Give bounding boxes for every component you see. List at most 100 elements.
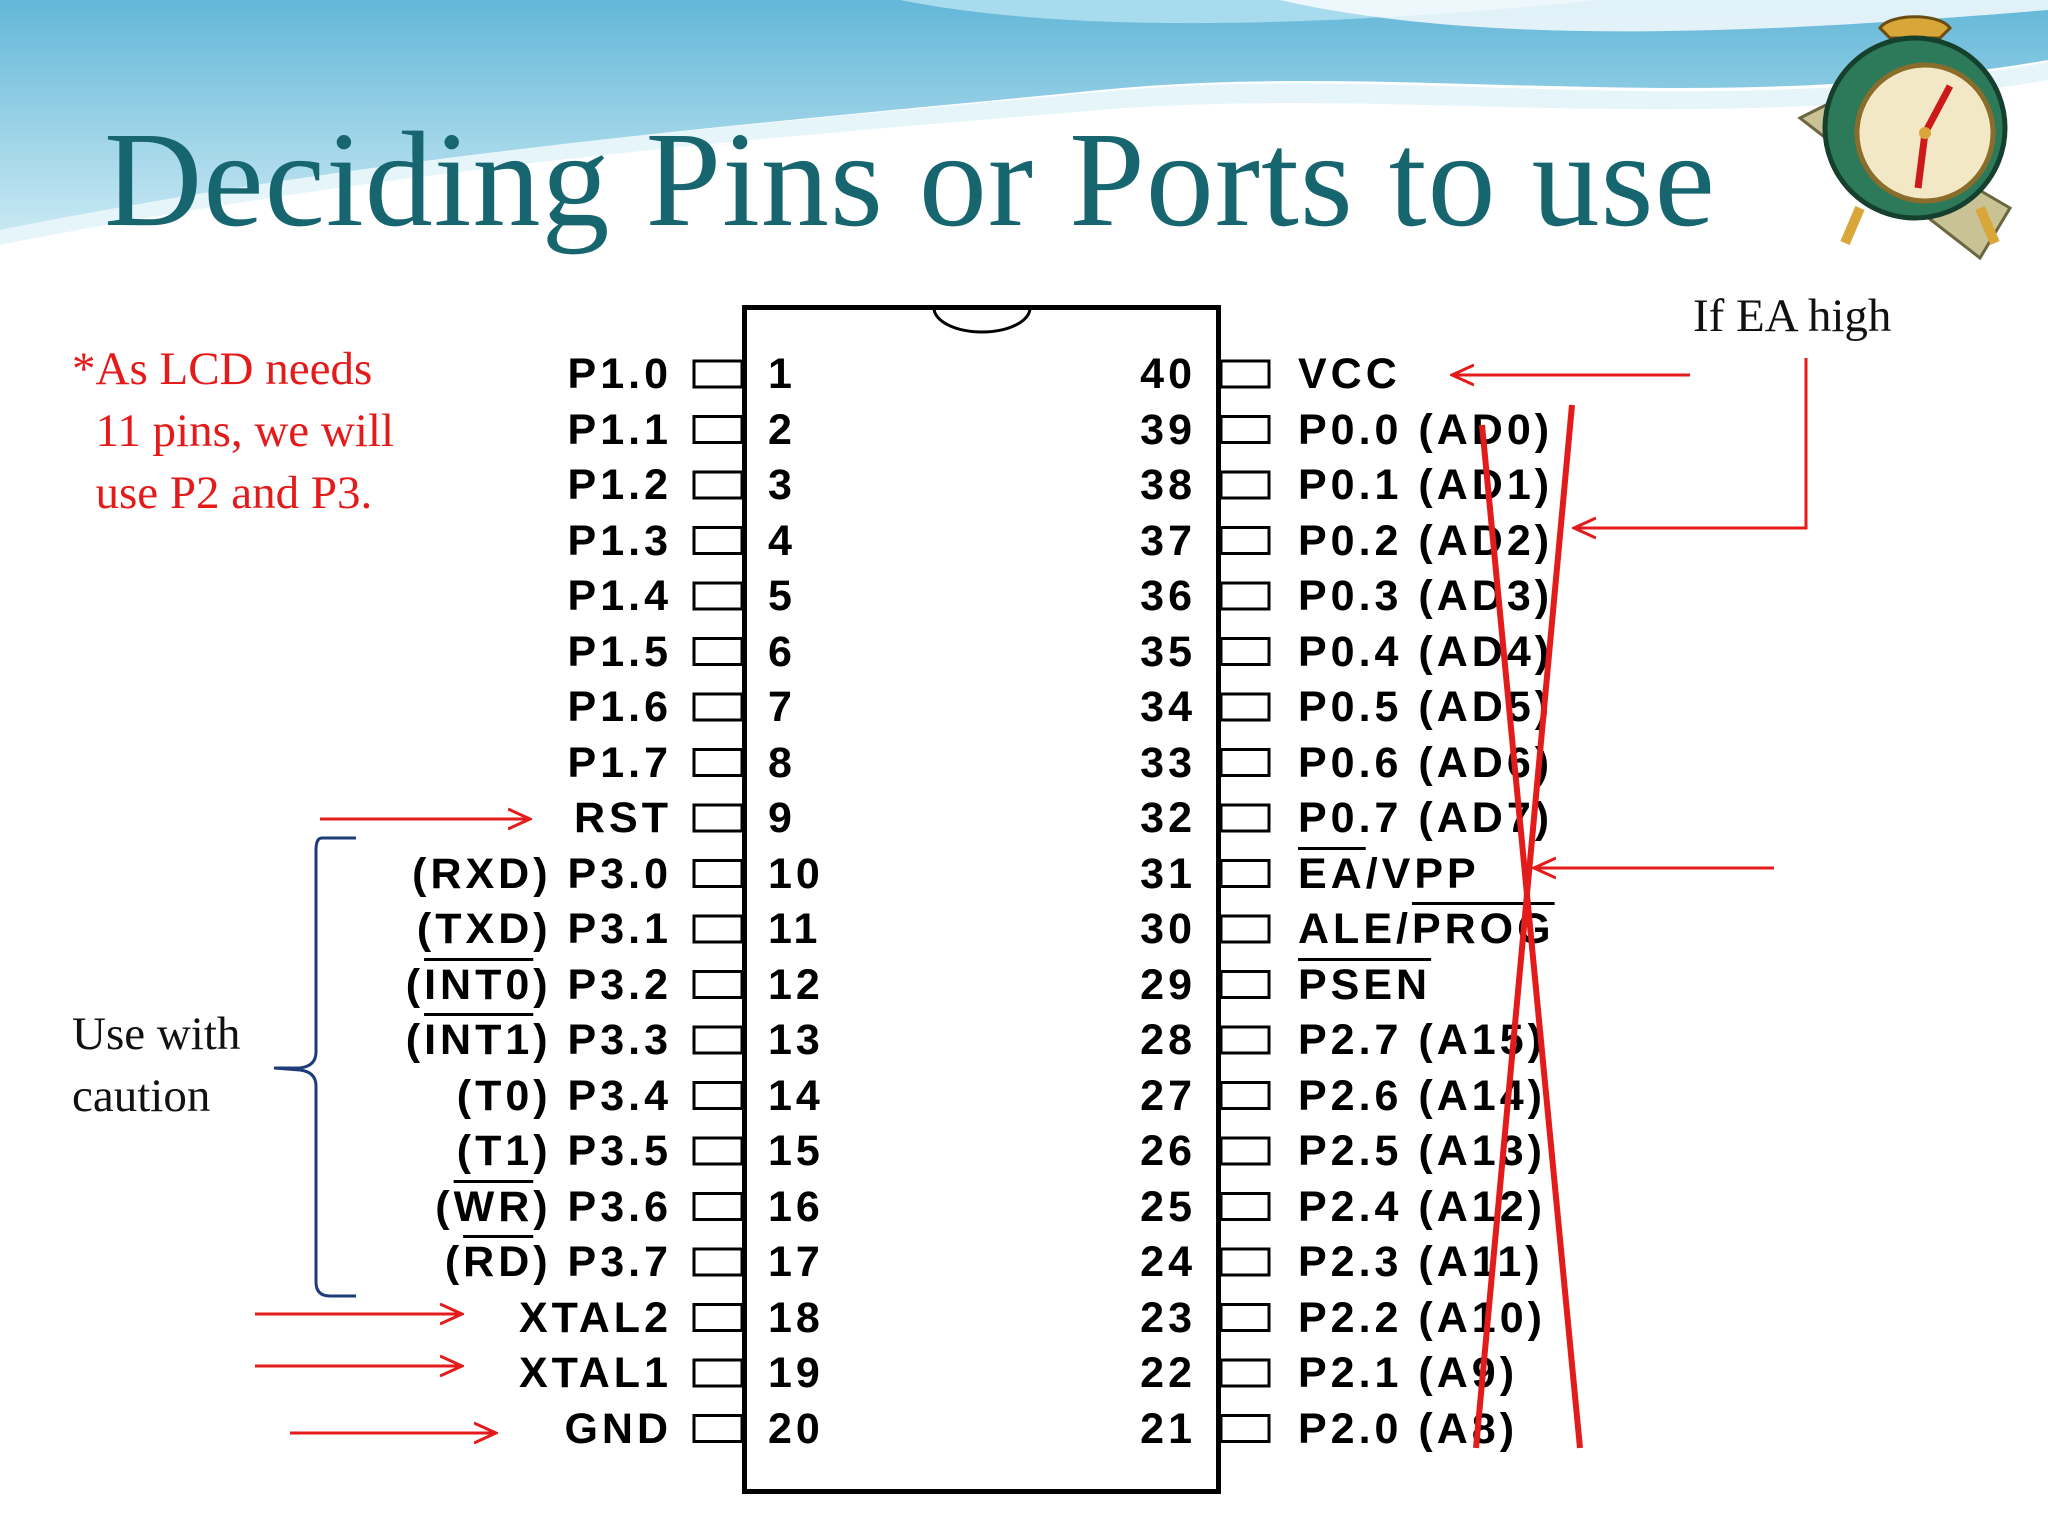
right-pin-label: VCC: [1298, 350, 1401, 398]
left-pin-stub: [692, 970, 744, 999]
right-pin-number: 36: [1140, 572, 1196, 620]
right-pin-label: P0.1 (AD1): [1298, 461, 1554, 509]
pin-name: P3.6: [567, 1182, 672, 1231]
left-pin-stub: [692, 1303, 744, 1332]
alarm-clock-icon: [1797, 15, 2013, 261]
right-pin-stub: [1219, 692, 1271, 722]
left-pin-number: 17: [768, 1238, 824, 1286]
left-pin-label: P1.5: [152, 627, 672, 677]
right-pin-stub: [1219, 581, 1271, 611]
left-pin-stub: [692, 470, 744, 500]
left-pin-number: 13: [768, 1016, 824, 1064]
pin-name: P3.2: [567, 960, 672, 1009]
pin-overlined-part: PSEN: [1298, 960, 1432, 1009]
right-pin-label: P2.6 (A14): [1298, 1071, 1546, 1120]
right-pin-label: P2.7 (A15): [1298, 1016, 1546, 1064]
pin-alt-function: (INT1): [405, 1016, 568, 1064]
left-pin-number: 14: [768, 1071, 824, 1120]
left-pin-stub: [692, 581, 744, 611]
left-pin-number: 16: [768, 1182, 824, 1231]
left-pin-number: 2: [768, 405, 796, 454]
left-pin-stub: [692, 359, 744, 389]
left-pin-number: 7: [768, 683, 796, 731]
lcd-pins-note: *As LCD needs 11 pins, we will use P2 an…: [72, 343, 395, 519]
right-pin-number: 23: [1140, 1293, 1196, 1342]
right-pin-label: P2.3 (A11): [1298, 1238, 1544, 1286]
left-pin-stub: [692, 803, 744, 833]
right-pin-stub: [1219, 1303, 1271, 1332]
chip-body: [742, 305, 1221, 1494]
left-pin-stub: [692, 914, 744, 944]
pin-name: P3.1: [567, 905, 672, 953]
right-pin-number: 31: [1140, 849, 1196, 898]
pin-alt-name: INT0: [424, 960, 534, 1009]
right-pin-label: P2.2 (A10): [1298, 1293, 1546, 1342]
left-pin-label: (INT0) P3.2: [152, 960, 672, 1010]
pin-name: P1.1: [567, 405, 672, 454]
left-pin-stub: [692, 1136, 744, 1166]
right-pin-stub: [1219, 359, 1271, 389]
left-pin-number: 3: [768, 461, 796, 509]
slide-title: Deciding Pins or Ports to use: [104, 105, 1716, 255]
left-pin-label: P1.7: [152, 738, 672, 788]
right-pin-stub: [1219, 637, 1271, 666]
right-pin-stub: [1219, 1192, 1271, 1221]
left-pin-number: 1: [768, 350, 796, 398]
pin-alt-function: (WR): [435, 1182, 568, 1231]
left-pin-stub: [692, 1025, 744, 1055]
right-pin-number: 32: [1140, 794, 1196, 842]
left-pin-number: 20: [768, 1404, 824, 1453]
right-pin-label: EA/VPP: [1298, 849, 1480, 898]
cross-out-line-2: [1473, 404, 1575, 1449]
left-pin-number: 15: [768, 1127, 824, 1175]
right-pin-label: P0.0 (AD0): [1298, 405, 1554, 454]
right-pin-number: 29: [1140, 960, 1196, 1009]
pin-name: XTAL1: [519, 1349, 672, 1397]
right-pin-stub: [1219, 1247, 1271, 1277]
left-pin-stub: [692, 1358, 744, 1388]
left-pin-number: 12: [768, 960, 824, 1009]
right-pin-stub: [1219, 970, 1271, 999]
left-pin-stub: [692, 1081, 744, 1110]
ea-high-note: If EA high: [1693, 290, 1892, 342]
left-pin-label: (RD) P3.7: [152, 1237, 672, 1287]
pin-name: P3.0: [567, 849, 672, 898]
right-pin-stub: [1219, 1414, 1271, 1443]
pin-alt-function: (INT0): [405, 960, 568, 1009]
right-pin-number: 28: [1140, 1016, 1196, 1064]
right-pin-number: 22: [1140, 1349, 1196, 1397]
left-pin-number: 10: [768, 849, 824, 898]
left-pin-stub: [692, 1414, 744, 1443]
left-pin-label: (INT1) P3.3: [152, 1015, 672, 1065]
use-with-caution-note: Use with caution: [72, 1008, 241, 1122]
pin-name: P3.3: [567, 1016, 672, 1064]
pin-name: P3.7: [567, 1238, 672, 1286]
arrow-if-ea-high: [1574, 358, 1808, 528]
pin-alt-function: (T0): [456, 1071, 568, 1120]
right-pin-stub: [1219, 1025, 1271, 1055]
pin-name: P1.7: [567, 738, 672, 787]
pin-alt-name: RD: [463, 1238, 534, 1286]
cross-out-line-1: [1479, 424, 1583, 1449]
pin-alt-function: (RD): [444, 1238, 568, 1286]
right-pin-stub: [1219, 470, 1271, 500]
right-pin-number: 26: [1140, 1127, 1196, 1175]
pin-alt-function: (T1): [456, 1127, 568, 1175]
right-pin-number: 38: [1140, 461, 1196, 509]
left-pin-label: RST: [152, 793, 672, 843]
left-pin-stub: [692, 1247, 744, 1277]
pin-alt-name: T1: [475, 1127, 534, 1175]
pin-overlined-part: EA: [1298, 849, 1366, 898]
left-pin-label: (T1) P3.5: [152, 1126, 672, 1176]
pin-alt-name: WR: [453, 1182, 534, 1231]
pin-alt-name: T0: [475, 1071, 534, 1120]
right-pin-number: 37: [1140, 516, 1196, 565]
right-pin-number: 39: [1140, 405, 1196, 454]
pin-name: P1.5: [567, 627, 672, 676]
left-pin-stub: [692, 748, 744, 777]
pin-name: P3.5: [567, 1127, 672, 1175]
right-pin-stub: [1219, 1081, 1271, 1110]
right-pin-number: 25: [1140, 1182, 1196, 1231]
chip-notch: [932, 307, 1032, 334]
